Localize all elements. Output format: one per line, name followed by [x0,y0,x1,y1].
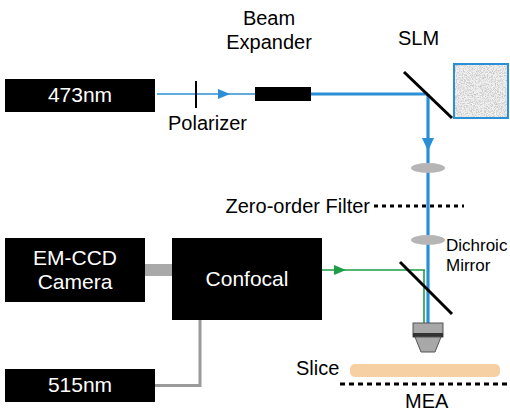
dichroic-mirror [400,262,452,314]
laser-beam [157,93,256,95]
slm-pattern [454,64,508,118]
objective-lens [413,323,443,337]
node-text: Confocal [206,267,289,291]
component-label: Dichroic Mirror [446,236,509,277]
slm-mirror [404,72,452,118]
node-text: 473nm [48,83,112,107]
component-label: SLM [398,26,458,50]
laser-fiber-connector [155,320,200,386]
component-label: Zero-order Filter [180,194,370,218]
brain-slice [350,364,500,377]
mea-electrodes [340,383,510,386]
laser-source-box: 473nm [5,79,155,112]
component-label: Beam Expander [212,6,326,54]
lens [411,163,445,173]
objective-band [413,333,443,337]
confocal-box: Confocal [172,238,322,320]
laser-source-box: 515nm [5,369,155,402]
camera-port-connector [145,264,172,276]
node-text: EM-CCD Camera [13,246,137,294]
zero-order-filter [374,205,464,208]
objective-lens [415,337,441,352]
beam-arrowhead [218,89,230,99]
component-label: Polarizer [168,111,268,135]
node-text: 515nm [48,373,112,397]
laser-beam [311,92,428,95]
beam-arrowhead [422,138,434,151]
sample-label: MEA [405,389,465,413]
camera-box: EM-CCD Camera [5,238,145,302]
sample-label: Slice [296,356,348,380]
beam-arrowhead [334,265,346,275]
slm-pattern-border [454,64,508,118]
lens [411,235,445,245]
emission-beam [423,270,425,323]
polarizer-symbol [195,81,197,108]
beam-expander-symbol [255,87,311,101]
